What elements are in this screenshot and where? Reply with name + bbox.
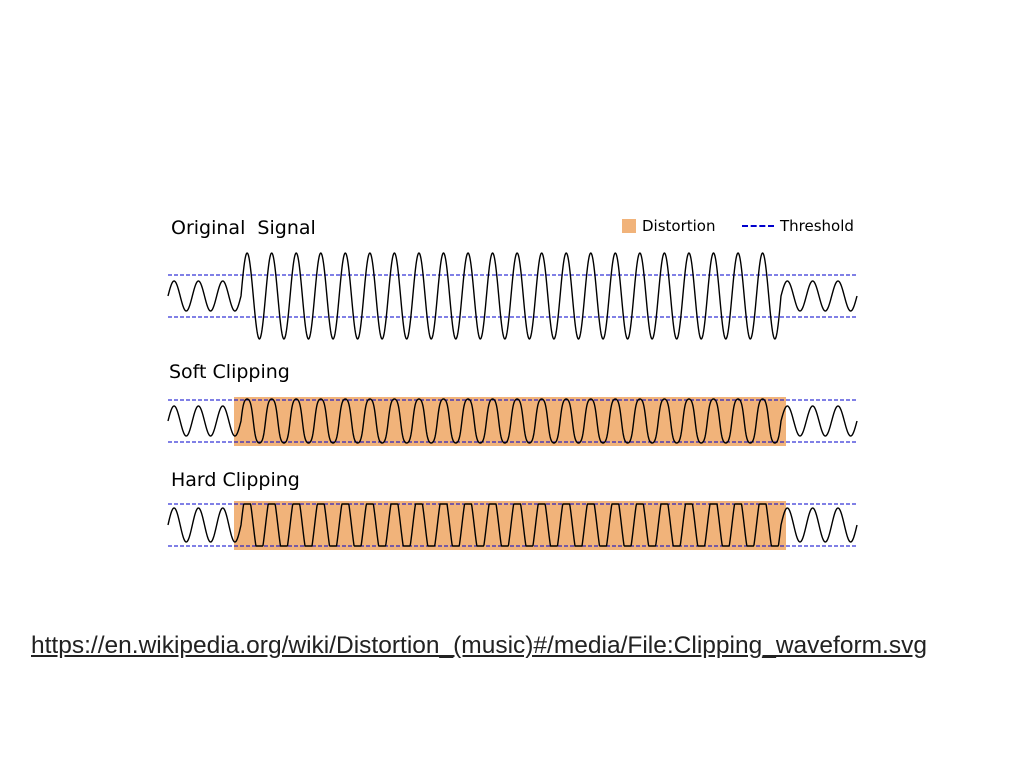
threshold-dash-icon <box>742 225 774 227</box>
legend-distortion-label: Distortion <box>642 217 716 235</box>
distortion-region-soft <box>234 397 786 446</box>
panel-title-original: Original Signal <box>171 217 316 239</box>
waveform-hard <box>167 503 858 547</box>
panel-title-soft-clipping: Soft Clipping <box>169 361 290 383</box>
legend-distortion: Distortion <box>622 217 716 235</box>
source-link[interactable]: https://en.wikipedia.org/wiki/Distortion… <box>31 632 927 659</box>
waveform-original <box>167 252 858 340</box>
panel-title-hard-clipping: Hard Clipping <box>171 469 300 491</box>
legend-threshold: Threshold <box>742 217 854 235</box>
distortion-region-hard <box>234 501 786 550</box>
waveform-soft <box>167 398 858 444</box>
legend-threshold-label: Threshold <box>780 217 854 235</box>
distortion-swatch-icon <box>622 219 636 233</box>
